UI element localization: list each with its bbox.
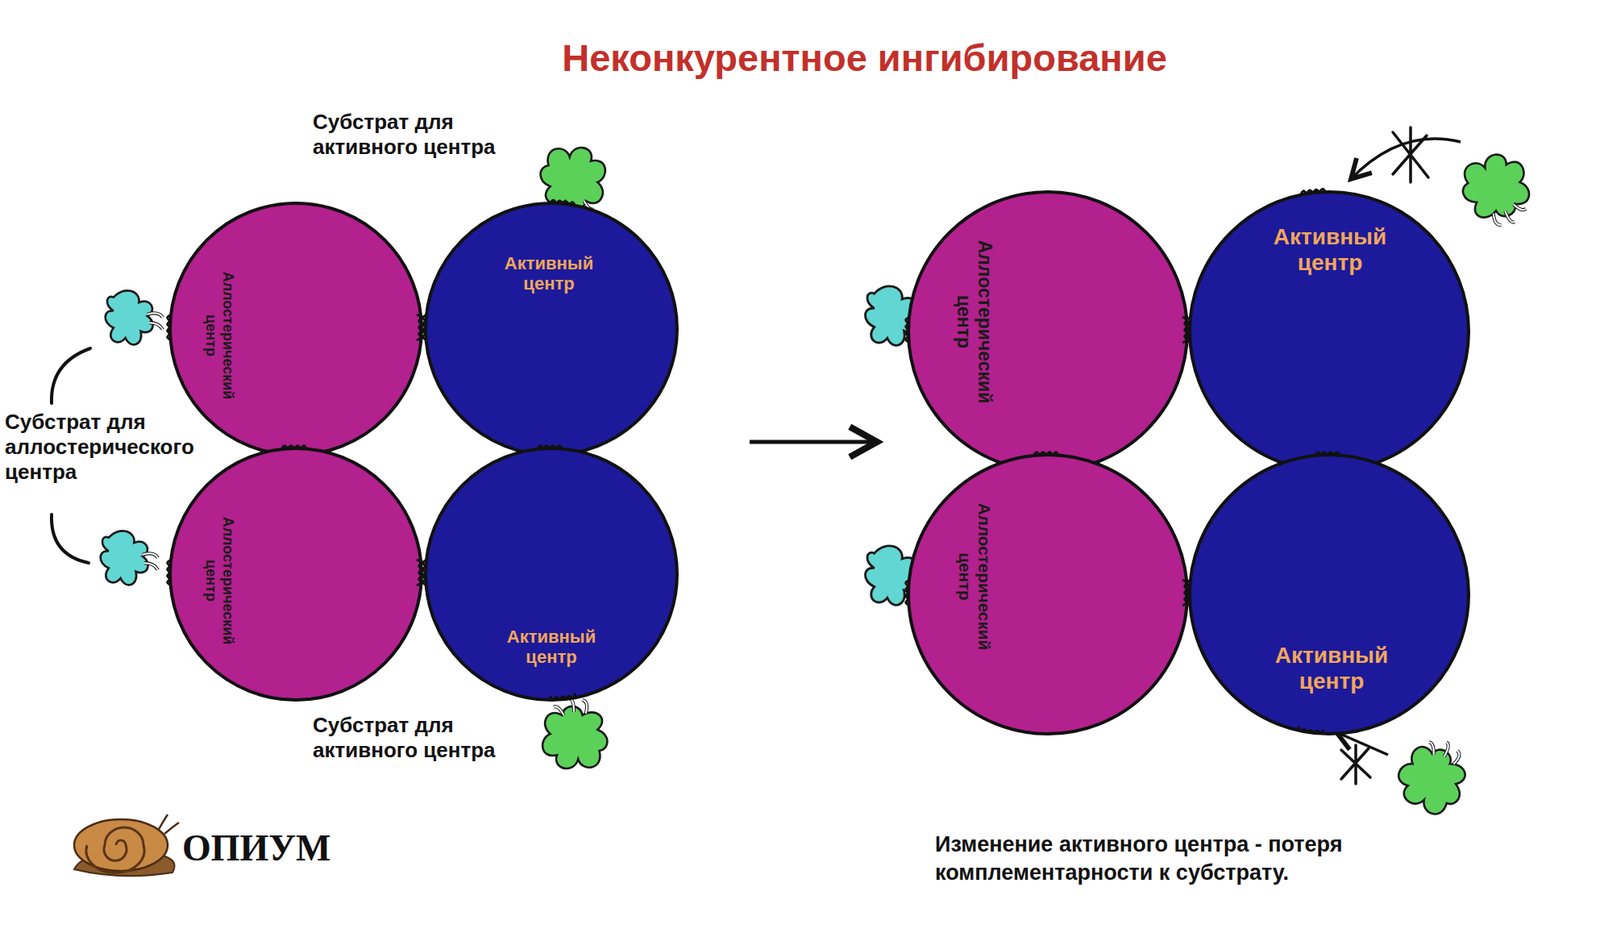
- blocked-substrate: [1454, 146, 1539, 235]
- subunit-shape: [170, 203, 422, 455]
- contact-notch: [1033, 452, 1060, 457]
- subunit-circle: Аллостерический центр: [168, 201, 424, 457]
- bracket-line: [51, 348, 91, 404]
- subunit-shape: [908, 454, 1188, 734]
- subunit-circle: Аллостерический центр: [906, 190, 1189, 473]
- site-label: Активный центр: [1275, 642, 1389, 695]
- circle-outline: [906, 190, 1189, 473]
- blocked-substrate: [1388, 728, 1480, 823]
- site-label: Активный центр: [504, 253, 594, 295]
- contact-notch: [549, 692, 576, 699]
- subunit-circle: Активный центр: [1188, 190, 1471, 473]
- site-label: Активный центр: [1273, 224, 1387, 276]
- subunit-shape: [1189, 454, 1469, 734]
- subunit-circle: Активный центр: [423, 201, 679, 457]
- subunit-circle: Активный центр: [1188, 452, 1471, 736]
- contact-notch: [423, 314, 428, 341]
- contact-notch: [905, 316, 911, 343]
- contact-notch: [1314, 452, 1341, 457]
- substrate-label: Субстрат для аллостерического центра: [4, 409, 217, 486]
- circle-outline: [906, 452, 1189, 736]
- contact-notch: [416, 314, 421, 341]
- contact-notch: [167, 314, 172, 341]
- site-label: Аллостерический центр: [955, 502, 994, 650]
- contact-notch: [905, 579, 911, 606]
- site-label: Активный центр: [507, 626, 596, 668]
- contact-notch: [281, 445, 308, 450]
- site-label: Аллостерический центр: [202, 516, 236, 645]
- active-substrate: [542, 698, 607, 769]
- subunit-shape: [425, 203, 678, 455]
- contact-notch: [167, 559, 172, 586]
- transition-arrow: [749, 440, 877, 445]
- subunit-shape: [425, 448, 678, 700]
- logo-text: ОПИУМ: [182, 825, 392, 870]
- subunit-circle: Активный центр: [423, 446, 679, 702]
- logo-icon: [74, 814, 179, 876]
- allosteric-substrate: [100, 530, 158, 585]
- bracket-line: [51, 514, 89, 563]
- substrate-label: Субстрат для активного центра: [312, 109, 543, 160]
- subunit-circle: Аллостерический центр: [906, 452, 1189, 736]
- contact-notch: [536, 445, 563, 450]
- caption: Изменение активного центра - потеря комп…: [935, 830, 1492, 887]
- contact-notch: [549, 199, 576, 207]
- contact-notch: [416, 559, 421, 586]
- subunit-shape: [1189, 191, 1469, 471]
- circle-outline: [423, 201, 679, 457]
- substrate-label: Субстрат для активного центра: [312, 712, 543, 763]
- subunit-circle: Аллостерический центр: [168, 446, 424, 702]
- block-mark: [1341, 744, 1371, 784]
- contact-notch: [423, 559, 428, 586]
- subunit-shape: [908, 191, 1188, 471]
- site-label: Аллостерический центр: [953, 240, 997, 404]
- site-label: Аллостерический центр: [202, 271, 236, 400]
- contact-notch: [1298, 726, 1325, 734]
- block-mark: [1392, 127, 1429, 183]
- contact-notch: [1187, 316, 1192, 343]
- contact-notch: [1300, 188, 1326, 196]
- title: Неконкурентное ингибирование: [0, 35, 1600, 80]
- contact-notch: [1187, 579, 1192, 606]
- allosteric-substrate: [105, 290, 163, 345]
- subunit-shape: [170, 448, 422, 700]
